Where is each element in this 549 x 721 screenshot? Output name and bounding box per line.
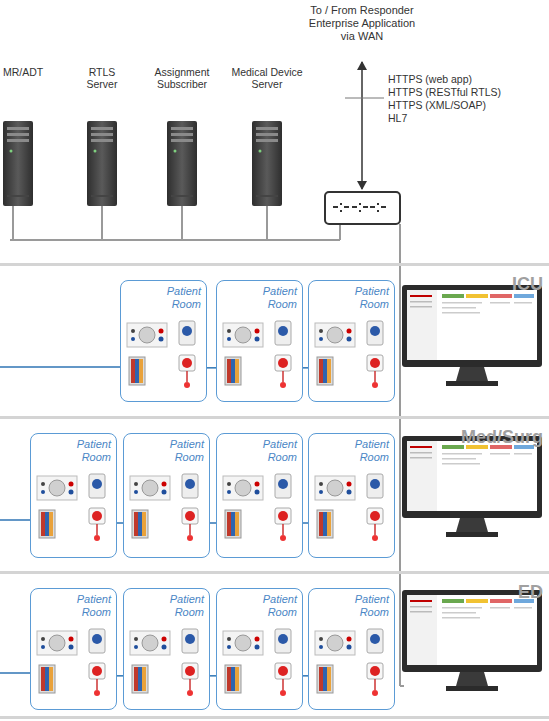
patient-room: Patient Room	[308, 588, 395, 710]
room-devices	[124, 434, 211, 544]
patient-room: Patient Room	[308, 433, 395, 558]
room-devices	[217, 589, 304, 699]
room-label: Patient Room	[343, 593, 389, 619]
room-label: Patient Room	[158, 438, 204, 464]
room-label: Patient Room	[251, 438, 297, 464]
server-node: Medical Device Server	[222, 66, 312, 206]
patient-room: Patient Room	[120, 280, 207, 402]
room-devices	[121, 281, 208, 391]
department-label: ICU	[512, 274, 543, 295]
department-label: Med/Surg	[461, 427, 543, 448]
server-node: MR/ADT	[0, 66, 44, 206]
wan-label: To / From Responder Enterprise Applicati…	[305, 4, 419, 43]
room-label: Patient Room	[155, 285, 201, 311]
room-devices	[31, 589, 118, 699]
room-devices	[217, 434, 304, 544]
protocol-label: HTTPS (XML/SOAP)	[388, 99, 538, 112]
server-icon	[252, 121, 282, 206]
server-icon	[87, 121, 117, 206]
department-band: ICU Patient Room Patient Room Patient Room	[0, 263, 549, 416]
patient-room: Patient Room	[123, 433, 210, 558]
server-label: Assignment Subscriber	[147, 66, 217, 90]
room-label: Patient Room	[65, 438, 111, 464]
server-icon	[3, 121, 33, 206]
department-band: ED Patient Room Patient Room Patient Room Pa…	[0, 571, 549, 719]
patient-room: Patient Room	[216, 588, 303, 710]
room-label: Patient Room	[65, 593, 111, 619]
room-label: Patient Room	[343, 285, 389, 311]
room-label: Patient Room	[251, 593, 297, 619]
room-devices	[124, 589, 211, 699]
room-link	[207, 367, 216, 369]
room-devices	[309, 281, 396, 391]
patient-room: Patient Room	[30, 588, 117, 710]
protocol-label: HTTPS (RESTful RTLS)	[388, 86, 538, 99]
protocol-label: HTTPS (web app)	[388, 73, 538, 86]
room-label: Patient Room	[343, 438, 389, 464]
room-devices	[309, 589, 396, 699]
room-label: Patient Room	[158, 593, 204, 619]
department-band: Med/SurgPatient Room Patient Room Patient …	[0, 416, 549, 571]
server-label: Medical Device Server	[225, 66, 309, 90]
room-devices	[217, 281, 304, 391]
patient-room: Patient Room	[308, 280, 395, 402]
patient-room: Patient Room	[216, 280, 303, 402]
server-label: RTLS Server	[77, 66, 127, 90]
server-icon	[167, 121, 197, 206]
room-devices	[31, 434, 118, 544]
server-node: RTLS Server	[67, 66, 137, 206]
room-devices	[309, 434, 396, 544]
patient-room: Patient Room	[30, 433, 117, 558]
department-label: ED	[518, 582, 543, 603]
server-node: Assignment Subscriber	[142, 66, 222, 206]
server-label: MR/ADT	[3, 66, 43, 78]
protocol-label: HL7	[388, 112, 538, 125]
patient-room: Patient Room	[123, 588, 210, 710]
patient-room: Patient Room	[216, 433, 303, 558]
room-label: Patient Room	[251, 285, 297, 311]
